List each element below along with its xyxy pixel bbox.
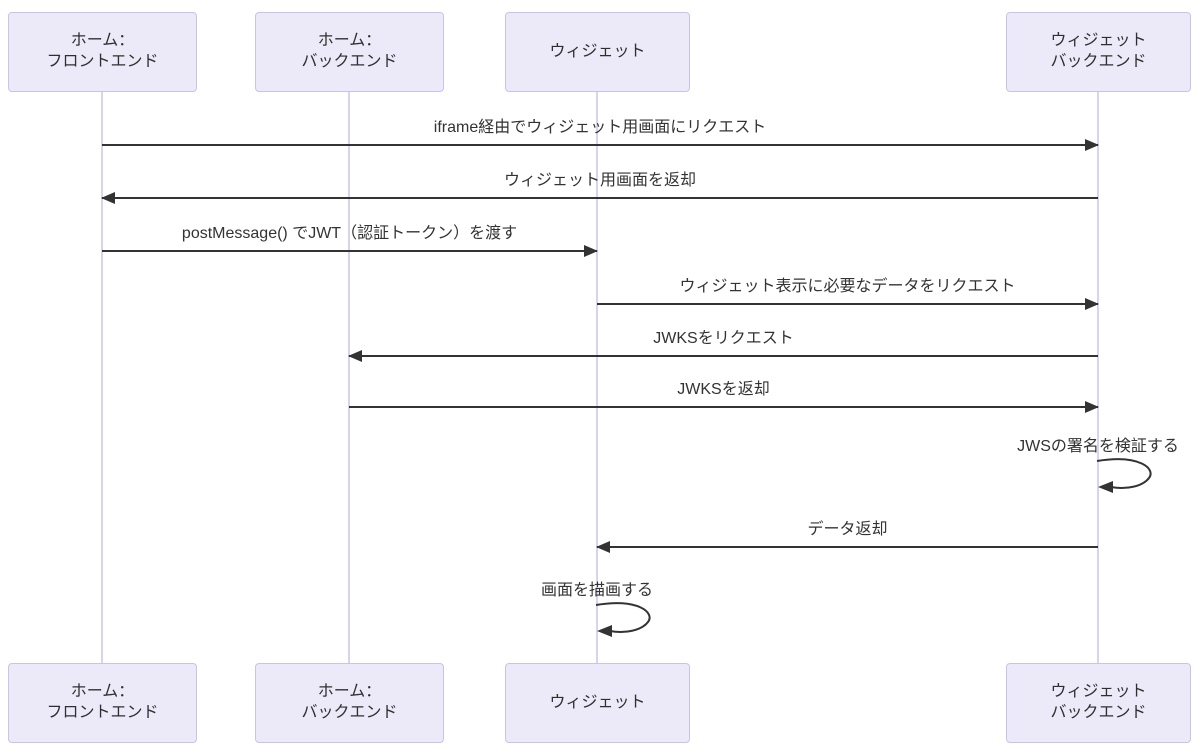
arrow-right-icon bbox=[349, 401, 1099, 413]
message-label: JWKSをリクエスト bbox=[653, 330, 794, 347]
message-label: postMessage() でJWT（認証トークン）を渡す bbox=[181, 225, 518, 242]
lifeline-widget bbox=[596, 92, 598, 663]
actor-widget-backend-bottom: ウィジェット バックエンド bbox=[1006, 663, 1191, 743]
arrow-left-icon bbox=[348, 350, 1098, 362]
self-message-render-screen-label: 画面を描画する bbox=[540, 582, 653, 599]
arrow-right-icon bbox=[597, 298, 1099, 310]
message-label: ウィジェット用画面を返却 bbox=[503, 172, 696, 189]
message-label: JWKSを返却 bbox=[677, 381, 770, 398]
message-label: ウィジェット表示に必要なデータをリクエスト bbox=[679, 278, 1016, 295]
arrow-right-icon bbox=[102, 245, 598, 257]
self-message-verify-jws-label: JWSの署名を検証する bbox=[1017, 438, 1179, 455]
lifeline-home-frontend bbox=[101, 92, 103, 663]
actor-home-backend-bottom: ホーム： バックエンド bbox=[255, 663, 444, 743]
actor-widget-top: ウィジェット bbox=[505, 12, 690, 92]
actor-home-backend-top: ホーム： バックエンド bbox=[255, 12, 444, 92]
arrow-left-icon bbox=[101, 192, 1098, 204]
self-loop-arrow-icon bbox=[595, 602, 651, 637]
actor-widget-bottom: ウィジェット bbox=[505, 663, 690, 743]
arrow-left-icon bbox=[596, 541, 1098, 553]
actor-home-frontend-top: ホーム： フロントエンド bbox=[8, 12, 197, 92]
arrow-right-icon bbox=[102, 139, 1099, 151]
message-label: データ返却 bbox=[807, 521, 888, 538]
lifeline-home-backend bbox=[348, 92, 350, 663]
self-loop-arrow-icon bbox=[1096, 458, 1152, 493]
actor-widget-backend-top: ウィジェット バックエンド bbox=[1006, 12, 1191, 92]
lifeline-widget-backend bbox=[1097, 92, 1099, 663]
message-label: iframe経由でウィジェット用画面にリクエスト bbox=[433, 119, 767, 136]
actor-home-frontend-bottom: ホーム： フロントエンド bbox=[8, 663, 197, 743]
